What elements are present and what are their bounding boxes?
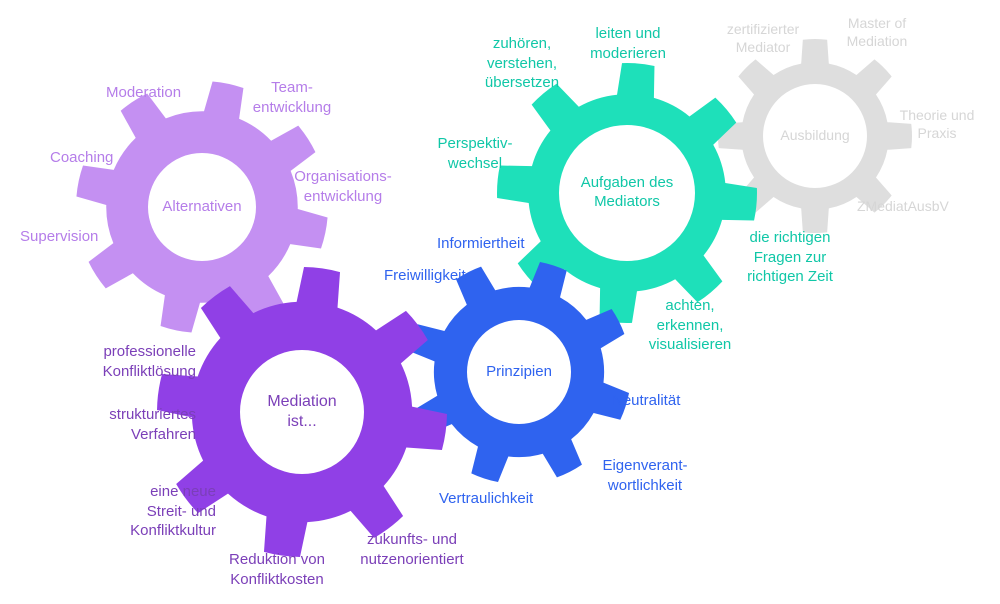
- label-professionelle-konfliktloesung: professionelle Konfliktlösung: [102, 343, 196, 380]
- label-master-of-mediation: Master of Mediation: [846, 15, 908, 50]
- gear-aufgaben: Aufgaben des Mediators: [495, 61, 759, 325]
- gear-mediation: Mediation ist...: [155, 265, 449, 559]
- label-coaching: Coaching: [50, 149, 114, 166]
- gear-mediation-icon: [157, 267, 447, 557]
- label-neutralitaet: Neutralität: [612, 392, 681, 409]
- gear-prinzipien-icon: [408, 261, 630, 483]
- gear-ausbildung-icon: [717, 38, 913, 234]
- label-richtige-fragen: die richtigen Fragen zur richtigen Zeit: [747, 229, 833, 285]
- label-zertifizierter-mediator: zertifizierter Mediator: [726, 21, 800, 56]
- label-reduktion-konfliktkosten: Reduktion von Konfliktkosten: [229, 551, 325, 588]
- gear-prinzipien: Prinzipien: [405, 258, 633, 486]
- label-zukunfts-und-nutzenorientiert: zukunfts- und nutzenorientiert: [360, 531, 464, 568]
- gear-aufgaben-label: Aufgaben des Mediators: [580, 174, 674, 210]
- gear-alternativen-label: Alternativen: [162, 197, 242, 215]
- gear-mediation-label: Mediation ist...: [267, 393, 337, 430]
- label-vertraulichkeit: Vertraulichkeit: [439, 490, 534, 507]
- label-perspektivwechsel: Perspektiv- wechsel: [437, 135, 513, 172]
- label-teamentwicklung: Team- entwicklung: [252, 79, 332, 116]
- gear-ausbildung: Ausbildung: [716, 37, 914, 235]
- gear-alternativen-icon: [76, 81, 328, 333]
- label-leiten-und-moderieren: leiten und moderieren: [590, 25, 666, 62]
- label-zmediatausbv: ZMediatAusbV: [857, 198, 949, 214]
- label-streit-und-konfliktkultur: eine neue Streit- und Konfliktkultur: [130, 483, 216, 539]
- gear-prinzipien-label: Prinzipien: [486, 362, 552, 380]
- label-eigenverantwortlichkeit: Eigenverant- wortlichkeit: [602, 457, 688, 494]
- label-moderation: Moderation: [106, 84, 182, 101]
- gear-ausbildung-label: Ausbildung: [780, 127, 850, 144]
- label-achten-erkennen-visualisieren: achten, erkennen, visualisieren: [648, 297, 732, 353]
- label-theorie-und-praxis: Theorie und Praxis: [899, 107, 975, 142]
- label-freiwilligkeit: Freiwilligkeit: [384, 267, 466, 284]
- label-supervision: Supervision: [20, 228, 99, 245]
- label-strukturiertes-verfahren: strukturiertes Verfahren: [109, 406, 196, 443]
- label-informiertheit: Informiertheit: [437, 235, 525, 252]
- label-organisationsentwicklung: Organisations- entwicklung: [294, 168, 392, 205]
- gear-alternativen: Alternativen: [74, 79, 330, 335]
- gear-aufgaben-icon: [497, 63, 757, 323]
- label-zuhoeren-verstehen-uebersetzen: zuhören, verstehen, übersetzen: [484, 35, 560, 91]
